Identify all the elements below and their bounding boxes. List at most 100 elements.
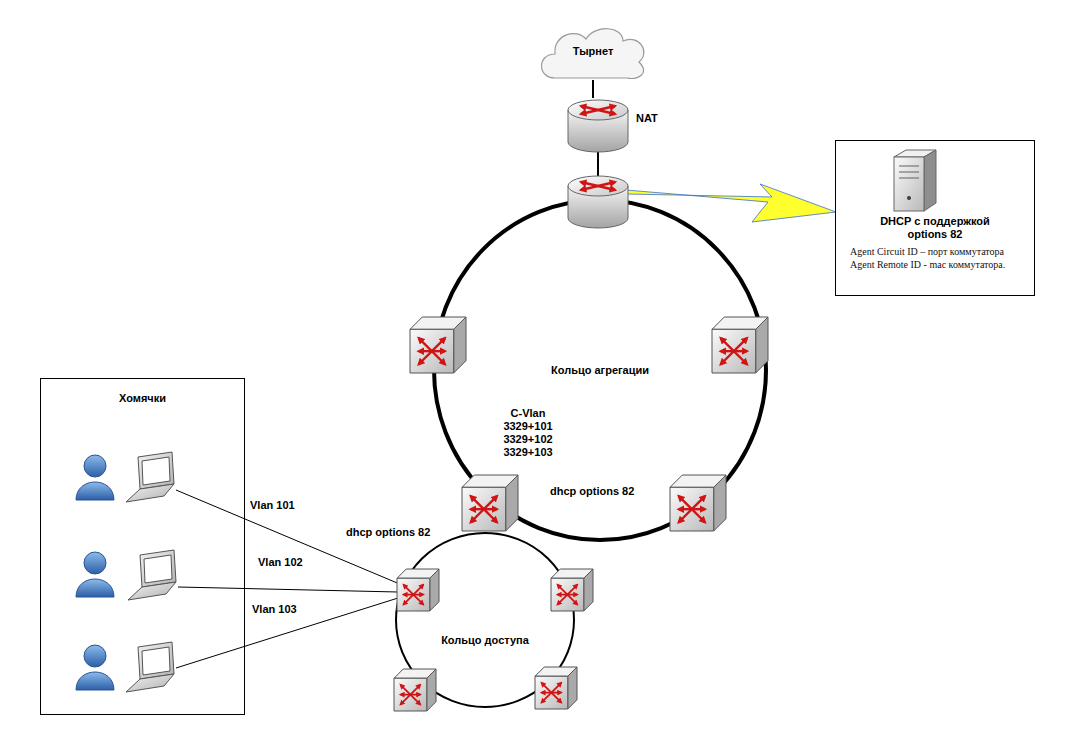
switch-icon	[394, 669, 436, 711]
user-head	[84, 645, 106, 667]
user-head	[84, 455, 106, 477]
user-body	[76, 672, 114, 690]
switch-side	[506, 475, 518, 531]
switch-top	[462, 475, 518, 487]
vlan-wire	[178, 587, 398, 592]
server-front	[894, 157, 924, 211]
layout-lines	[176, 150, 836, 668]
switch-arrow	[419, 338, 445, 364]
switch-front	[394, 678, 427, 711]
laptop-lid	[138, 642, 174, 679]
switch-top	[410, 317, 466, 329]
switch-arrow	[542, 683, 562, 703]
user-icon	[76, 645, 114, 690]
vlan-label: Vlan 102	[256, 556, 305, 569]
server-side	[924, 150, 936, 211]
switch-front	[410, 329, 454, 373]
laptop-screen	[142, 457, 170, 485]
switch-top	[535, 667, 577, 676]
switch-arrow	[721, 338, 747, 364]
user-head	[84, 552, 106, 574]
laptop-base	[128, 582, 176, 600]
router-top	[568, 176, 628, 196]
vlan-wire	[176, 598, 398, 668]
connector-layer	[593, 80, 594, 98]
switch-icon	[397, 569, 439, 611]
user-body	[76, 579, 114, 597]
switch-top	[712, 317, 768, 329]
laptop-screen	[142, 647, 170, 675]
laptop-base	[126, 484, 174, 502]
laptop-icon	[126, 452, 174, 502]
router-body	[568, 186, 628, 228]
switch-icon	[535, 667, 577, 709]
switch-top	[551, 569, 593, 578]
laptop-lid	[140, 550, 176, 587]
router-icon	[568, 100, 628, 152]
router-node: NAT	[566, 98, 630, 158]
server-led	[907, 196, 911, 200]
switch-arrow	[404, 585, 424, 605]
switch-side	[568, 667, 577, 709]
server-slot	[899, 165, 919, 166]
switch-side	[430, 569, 439, 611]
router-top	[568, 100, 628, 120]
switch-arrow	[558, 594, 578, 596]
server-icon	[894, 150, 936, 211]
switch-icon	[712, 317, 768, 373]
switch-side	[454, 317, 466, 373]
ring-node: Кольцо доступа	[395, 532, 575, 708]
switch-top	[670, 475, 726, 487]
router-arrow	[581, 106, 615, 114]
switch-arrow	[679, 496, 705, 522]
ring-outline	[396, 533, 574, 707]
router-arrow	[581, 182, 615, 190]
node-title: Тырнет	[573, 45, 614, 58]
ring-outline	[434, 200, 766, 540]
user-body	[76, 482, 114, 500]
user-icon	[76, 455, 114, 500]
switch-icon	[410, 317, 466, 373]
switch-front	[462, 487, 506, 531]
vlan-label: Vlan 103	[250, 603, 299, 616]
switch-top	[397, 569, 439, 578]
switch-side	[756, 317, 768, 373]
node-note: Agent Remote ID - mac коммутатора.	[844, 258, 1026, 271]
switch-arrow	[558, 585, 578, 605]
switch-arrow	[542, 683, 562, 703]
switch-arrow	[404, 594, 424, 596]
vlan-label: Vlan 101	[248, 499, 297, 512]
switch-arrow	[401, 694, 421, 696]
switch-arrow	[471, 496, 497, 522]
switch-arrow	[419, 338, 445, 364]
switch-arrow	[721, 338, 747, 364]
server-slot	[899, 171, 919, 172]
laptop-icon	[128, 550, 176, 600]
user-icon	[76, 552, 114, 597]
vlan-note: C-Vlan 3329+101 3329+102 3329+103	[494, 407, 562, 459]
laptop-lid	[138, 452, 174, 489]
switch-arrow	[558, 585, 578, 605]
switch-icon	[551, 569, 593, 611]
people-group	[76, 452, 176, 692]
switch-top	[394, 669, 436, 678]
server-box: DHCP с поддержкой options 82Agent Circui…	[835, 140, 1035, 296]
router-arrow	[581, 106, 615, 114]
switch-side	[714, 475, 726, 531]
switch-front	[670, 487, 714, 531]
switch-front	[712, 329, 756, 373]
uplink-wire	[597, 150, 599, 180]
connector-line	[592, 80, 594, 98]
switch-arrow	[679, 496, 705, 522]
router-icon	[568, 176, 628, 228]
server-slot	[899, 177, 919, 178]
node-note: Agent Circuit ID – порт коммутатора	[844, 245, 1026, 258]
switch-arrow	[471, 508, 497, 510]
switch-arrow	[721, 350, 747, 352]
cloud-outline	[542, 29, 644, 79]
switch-side	[427, 669, 436, 711]
